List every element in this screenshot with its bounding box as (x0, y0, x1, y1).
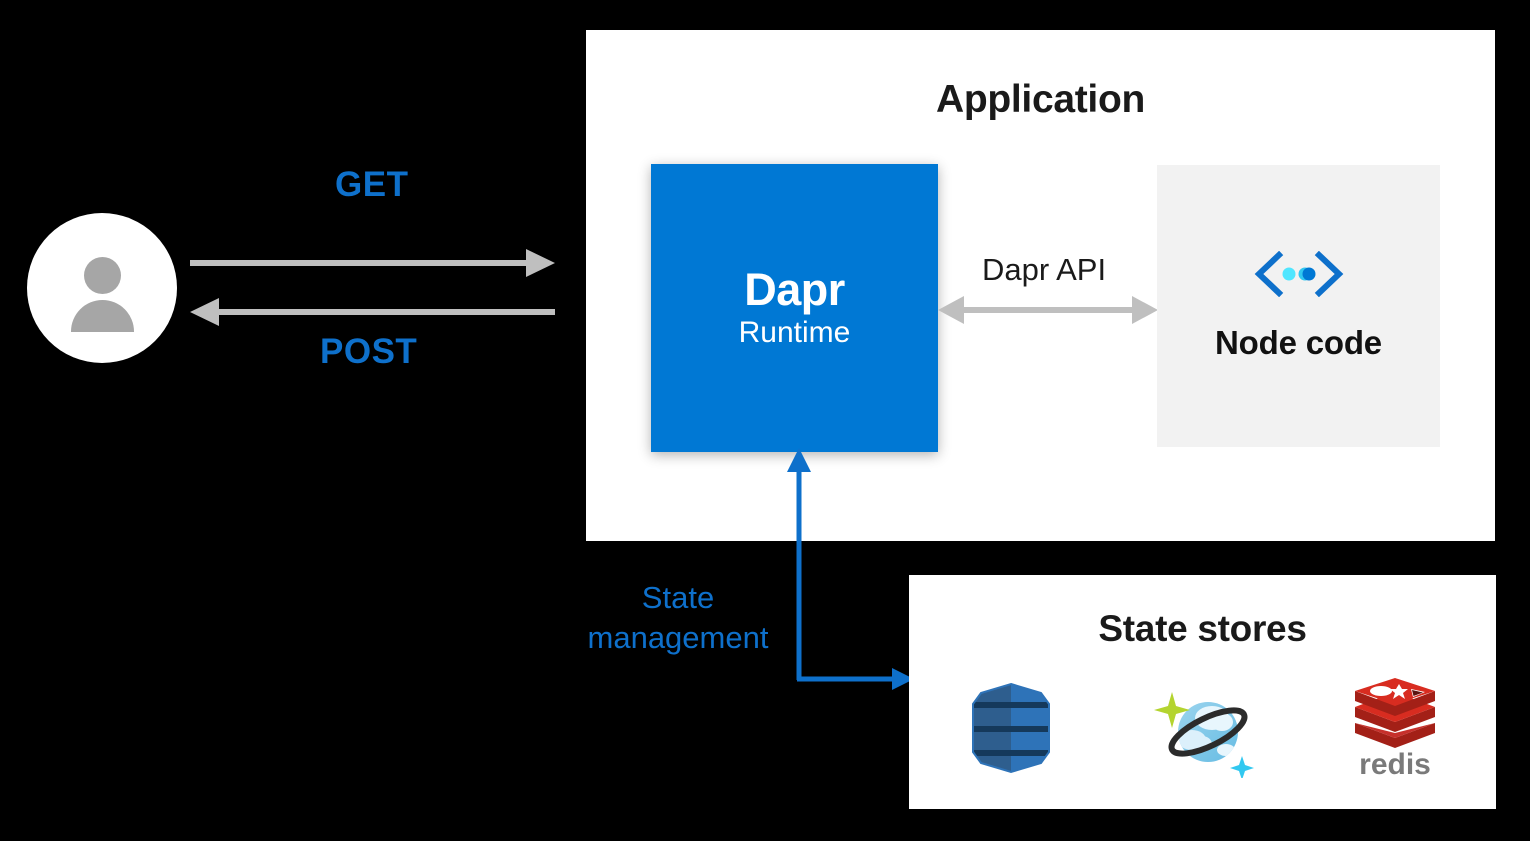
state-store-item[interactable] (956, 673, 1066, 783)
dapr-title: Dapr (744, 264, 845, 316)
state-store-icon-row: redis (909, 673, 1496, 783)
state-management-label-line1: State (641, 580, 715, 615)
cosmosdb-icon (1153, 692, 1254, 778)
node-code-label: Node code (1215, 323, 1382, 361)
node-code-panel[interactable]: Node code (1157, 165, 1440, 447)
state-store-item[interactable] (1148, 673, 1258, 783)
person-body-icon (71, 300, 134, 332)
application-title: Application (935, 78, 1146, 121)
state-stores-title: State stores (1098, 608, 1307, 649)
redis-wordmark: redis (1359, 748, 1431, 780)
state-management-arrow (787, 448, 914, 690)
redis-icon: redis (1354, 678, 1435, 780)
dynamodb-icon (971, 682, 1050, 774)
user-avatar (27, 213, 177, 363)
dapr-api-label: Dapr API (982, 252, 1107, 287)
post-arrow (190, 298, 555, 326)
post-label: POST (320, 332, 418, 371)
state-management-label-line2: management (587, 620, 769, 656)
state-stores-panel: State stores (909, 575, 1496, 809)
dapr-runtime-box[interactable]: Dapr Runtime (651, 164, 938, 452)
dapr-subtitle: Runtime (738, 315, 851, 349)
person-head-icon (84, 257, 121, 294)
state-management-label: State management (573, 578, 783, 659)
dapr-api-arrow (938, 296, 1158, 324)
state-store-item[interactable]: redis (1340, 673, 1450, 783)
get-label: GET (335, 165, 409, 204)
get-arrow (190, 249, 555, 277)
code-brackets-icon (1253, 250, 1345, 302)
